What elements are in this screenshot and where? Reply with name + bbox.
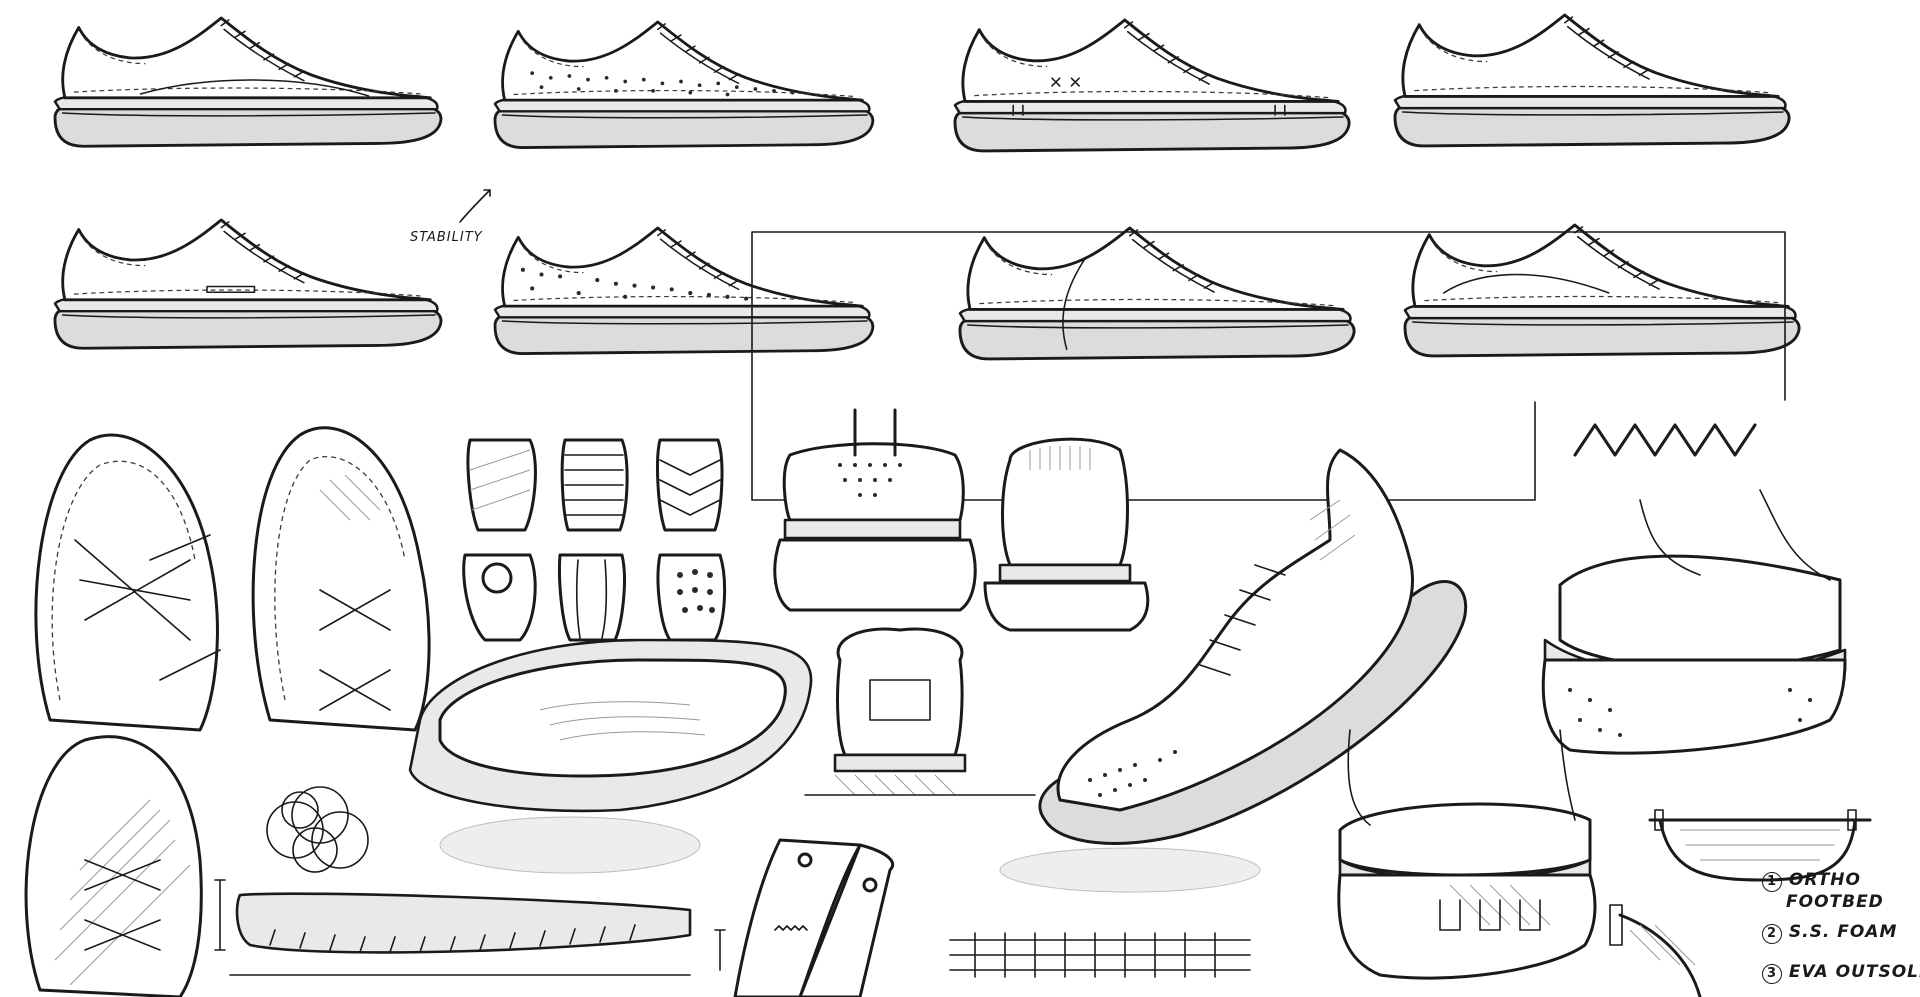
- strap-detail: [714, 838, 894, 997]
- grouping-box: [751, 231, 1786, 501]
- legend-label-3: EVA OUTSOLE: [1788, 962, 1920, 982]
- shoe-side-view-8: [1403, 223, 1801, 358]
- legend-label-2: S.S. FOAM: [1788, 922, 1898, 942]
- rear-view-heel-1: [773, 408, 977, 612]
- stability-label: STABILITY: [410, 230, 483, 245]
- zigzag-pattern: [1573, 423, 1757, 457]
- perspective-shoe-sketch: [999, 448, 1468, 893]
- lacing-ladder: [949, 932, 1251, 978]
- stability-arrow: [459, 189, 491, 223]
- outsole-profile: [214, 879, 692, 976]
- top-view-toe-2: [251, 426, 431, 732]
- legend-number-3: 3: [1762, 964, 1782, 984]
- shoe-side-view-7: [958, 226, 1356, 361]
- footbed-sketch: [408, 638, 813, 874]
- legend-item-1: 1 ORTHO: [1762, 870, 1861, 892]
- shoe-side-view-4: [1393, 13, 1791, 148]
- rear-view-heel-2: [983, 437, 1150, 632]
- shoe-side-view-6-perforated: [493, 226, 875, 355]
- cross-section-outsole: [1337, 729, 1597, 980]
- materials-legend: 1 ORTHO FOOTBED 2 S.S. FOAM 3 EVA OUTSOL…: [1762, 870, 1920, 990]
- legend-number-2: 2: [1762, 924, 1782, 944]
- midsole-cutaway-detail: [1609, 809, 1872, 997]
- legend-item-1b: FOOTBED: [1786, 892, 1884, 912]
- legend-label-1b: FOOTBED: [1786, 892, 1884, 912]
- rear-view-heel-3: [804, 627, 1036, 796]
- shoe-side-view-1: [53, 16, 443, 148]
- shoe-side-view-5: [53, 218, 443, 350]
- legend-item-2: 2 S.S. FOAM: [1762, 922, 1897, 944]
- circle-study: [266, 786, 369, 873]
- cross-section-footbed: [1541, 489, 1847, 755]
- legend-number-1: 1: [1762, 872, 1782, 892]
- shoe-side-view-2-perforated: [493, 20, 875, 149]
- shoe-side-view-3: [953, 18, 1351, 153]
- heel-pattern-thumbnails: [462, 438, 727, 642]
- legend-item-3: 3 EVA OUTSOLE: [1762, 962, 1920, 984]
- legend-label-1a: ORTHO: [1788, 870, 1861, 890]
- top-view-toe-3: [24, 735, 203, 997]
- top-view-toe-1: [34, 433, 221, 732]
